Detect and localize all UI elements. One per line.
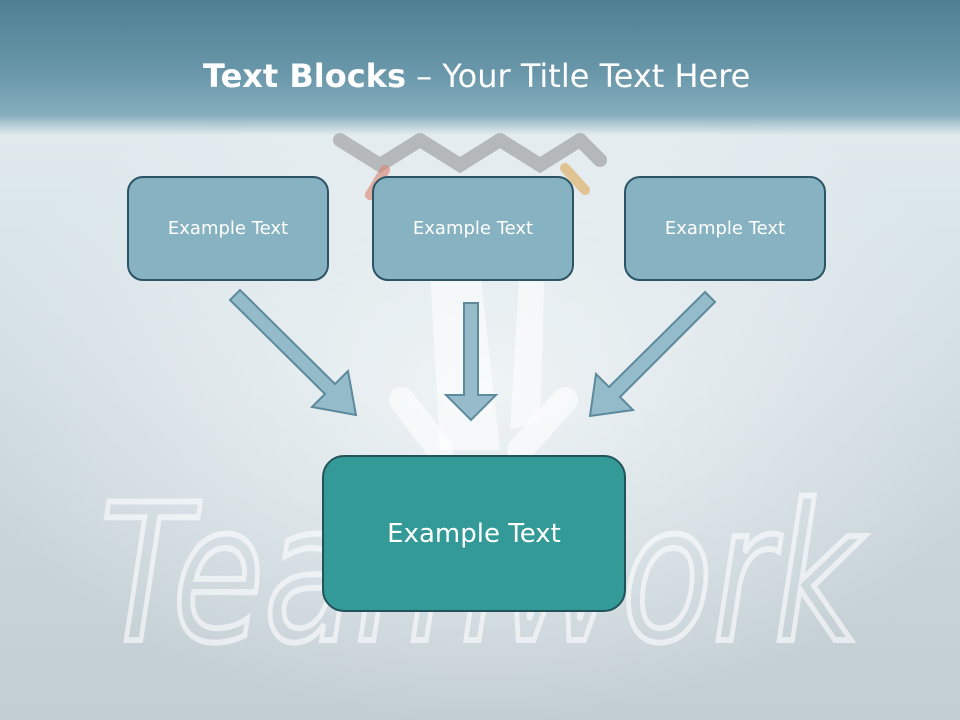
main-text-block-label: Example Text	[387, 518, 561, 549]
text-block-left-label: Example Text	[167, 218, 289, 239]
main-text-block[interactable]: Example Text	[322, 455, 626, 612]
text-block-right-label: Example Text	[664, 218, 786, 239]
text-block-left[interactable]: Example Text	[127, 176, 329, 281]
arrow-down-left-icon	[588, 290, 717, 418]
title-bold: Text Blocks	[203, 57, 406, 95]
arrow-down-icon	[443, 302, 499, 422]
arrow-down-right-icon	[228, 288, 358, 417]
text-block-center-label: Example Text	[412, 218, 534, 239]
text-block-center[interactable]: Example Text	[372, 176, 574, 281]
page-title: Text Blocks – Your Title Text Here	[0, 54, 960, 98]
title-rest: Your Title Text Here	[442, 57, 751, 95]
header-band	[0, 0, 960, 135]
title-separator: –	[406, 57, 443, 95]
text-block-right[interactable]: Example Text	[624, 176, 826, 281]
